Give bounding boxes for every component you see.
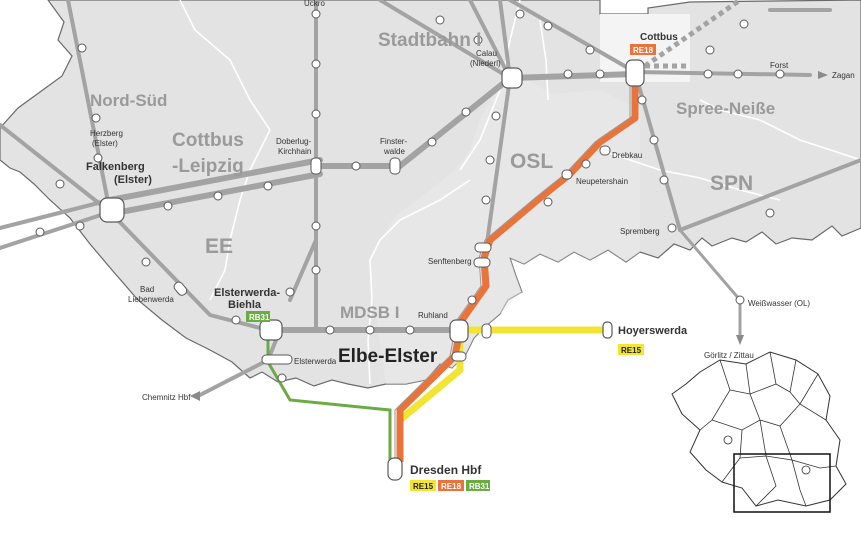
- label-zagan: Zagan: [832, 71, 855, 80]
- badge-re15-hoyerswerda: RE15: [618, 344, 644, 355]
- region-spn: SPN: [710, 172, 753, 195]
- label-ruhland: Ruhland: [418, 311, 448, 320]
- label-bad-liebenwerda-2: Liebenwerda: [128, 295, 174, 304]
- label-senftenberg: Senftenberg: [428, 257, 472, 266]
- svg-text:RE18: RE18: [441, 482, 462, 491]
- label-doberlug-1: Doberlug-: [276, 137, 311, 146]
- label-spremberg: Spremberg: [620, 227, 660, 236]
- svg-text:RE18: RE18: [633, 46, 654, 55]
- district-borders: [179, 0, 861, 385]
- label-falkenberg-2: (Elster): [114, 174, 152, 186]
- rb31-route: [266, 330, 392, 462]
- calau-hub-marker: [501, 67, 523, 89]
- falkenberg-hub-marker: [99, 197, 125, 223]
- badge-re18-dresden: RE18: [438, 480, 464, 491]
- ruhland-hub-marker: [449, 319, 469, 343]
- dresden-hub-marker: [387, 457, 403, 481]
- region-nord-sued: Nord-Süd: [90, 91, 167, 110]
- label-elsterwerda-biehla-1: Elsterwerda-: [214, 287, 280, 299]
- badge-rb31-elsterwerda: RB31: [246, 311, 270, 322]
- cottbus-hub-marker: [625, 59, 645, 87]
- region-ee: EE: [205, 235, 233, 258]
- region-cottbus-leipzig-2: -Leipzig: [172, 156, 244, 177]
- hoyerswerda-marker: [602, 321, 613, 339]
- label-goerlitz: Görlitz / Zittau: [704, 351, 754, 360]
- region-osl: OSL: [510, 150, 553, 173]
- elsterwerda-biehla-hub-marker: [259, 319, 283, 341]
- inset-locator-map: [671, 351, 847, 513]
- hub-stations: [99, 59, 645, 481]
- label-herzberg-1: Herzberg: [90, 129, 123, 138]
- label-cottbus: Cottbus: [640, 32, 678, 43]
- label-bad-liebenwerda-1: Bad: [140, 285, 154, 294]
- stop-pills: [173, 145, 611, 365]
- label-dresden: Dresden Hbf: [410, 463, 482, 477]
- planned-line: [643, 0, 742, 69]
- svg-text:RB31: RB31: [469, 482, 490, 491]
- label-calau-1: Calau: [476, 49, 497, 58]
- label-elsterwerda-biehla-2: Biehla: [228, 299, 262, 311]
- label-drebkau: Drebkau: [612, 151, 642, 160]
- inset-highlight-box: [733, 453, 831, 513]
- region-stadtbahn: Stadtbahn I: [378, 30, 481, 51]
- label-hoyerswerda: Hoyerswerda: [618, 325, 688, 337]
- label-calau-2: (Niederl): [470, 59, 501, 68]
- label-forst: Forst: [770, 61, 789, 70]
- minor-stations: [35, 9, 785, 383]
- region-mdsb: MDSB I: [340, 303, 400, 322]
- badge-re15-dresden: RE15: [410, 480, 436, 491]
- direction-arrows: [190, 71, 828, 401]
- label-neupetershain: Neupetershain: [576, 177, 628, 186]
- svg-text:RE15: RE15: [413, 482, 434, 491]
- label-falkenberg-1: Falkenberg: [86, 161, 145, 173]
- region-cottbus-leipzig-1: Cottbus: [172, 130, 244, 151]
- label-uckro: Uckro: [304, 0, 325, 8]
- label-doberlug-2: Kirchhain: [278, 147, 311, 156]
- label-weisswasser: Weißwasser (OL): [748, 299, 810, 308]
- svg-text:RE15: RE15: [621, 346, 642, 355]
- region-elbe-elster: Elbe-Elster: [338, 346, 438, 367]
- region-spree-neisse: Spree-Neiße: [676, 99, 775, 118]
- label-elsterwerda: Elsterwerda: [294, 357, 337, 366]
- label-finsterwalde-1: Finster-: [380, 137, 407, 146]
- badge-rb31-dresden: RB31: [466, 480, 490, 491]
- badge-re18-cottbus: RE18: [630, 44, 656, 55]
- label-finsterwalde-2: walde: [383, 147, 405, 156]
- label-herzberg-2: (Elster): [92, 139, 118, 148]
- svg-text:RB31: RB31: [249, 313, 270, 322]
- label-chemnitz: Chemnitz Hbf: [142, 393, 191, 402]
